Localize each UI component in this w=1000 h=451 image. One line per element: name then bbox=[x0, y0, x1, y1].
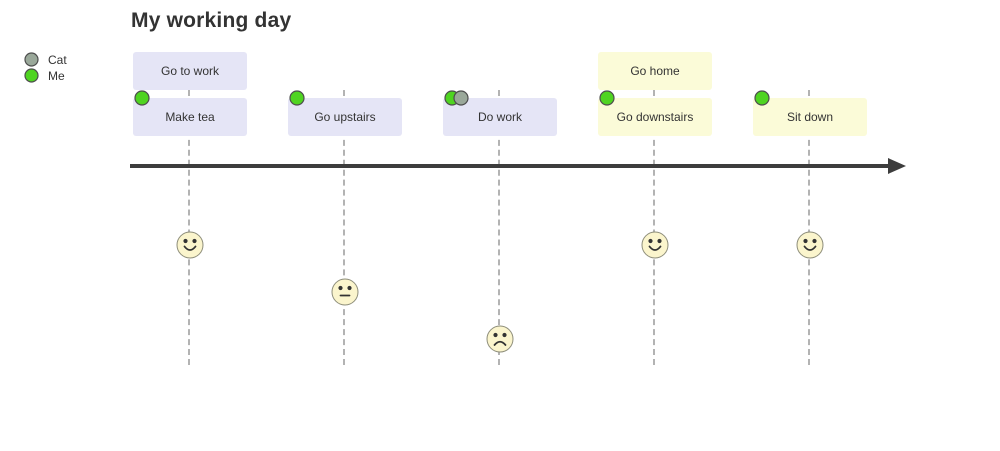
task-label: Sit down bbox=[786, 110, 834, 124]
legend-item-cat: Cat bbox=[24, 52, 67, 67]
section-label: Go home bbox=[630, 64, 680, 78]
legend-label-cat: Cat bbox=[48, 52, 67, 67]
section-label: Go to work bbox=[160, 64, 220, 78]
task-guide-line bbox=[343, 90, 345, 365]
task-go-upstairs: Go upstairs bbox=[288, 98, 402, 136]
me-actor-dot bbox=[289, 90, 305, 106]
happy-face-icon bbox=[796, 231, 824, 259]
task-guide-line bbox=[808, 90, 810, 365]
task-label: Go upstairs bbox=[314, 110, 376, 124]
cat-actor-icon bbox=[24, 52, 39, 67]
task-guide-line bbox=[498, 90, 500, 365]
task-label: Make tea bbox=[165, 110, 215, 124]
me-and-cat-actor-dots bbox=[444, 90, 469, 106]
section-go-to-work: Go to work bbox=[133, 52, 247, 90]
timeline-axis bbox=[130, 164, 890, 168]
timeline-axis-arrowhead bbox=[888, 158, 906, 174]
me-actor-dot bbox=[599, 90, 615, 106]
me-actor-icon bbox=[24, 68, 39, 83]
task-go-downstairs: Go downstairs bbox=[598, 98, 712, 136]
task-label: Go downstairs bbox=[616, 110, 694, 124]
page-title: My working day bbox=[131, 9, 292, 32]
sad-face-icon bbox=[486, 325, 514, 353]
neutral-face-icon bbox=[331, 278, 359, 306]
legend-item-me: Me bbox=[24, 68, 65, 83]
task-sit-down: Sit down bbox=[753, 98, 867, 136]
task-make-tea: Make tea bbox=[133, 98, 247, 136]
task-guide-line bbox=[653, 90, 655, 365]
legend-label-me: Me bbox=[48, 68, 65, 83]
me-actor-dot bbox=[134, 90, 150, 106]
task-label: Do work bbox=[477, 110, 522, 124]
task-guide-line bbox=[188, 90, 190, 365]
happy-face-icon bbox=[641, 231, 669, 259]
me-actor-dot bbox=[754, 90, 770, 106]
happy-face-icon bbox=[176, 231, 204, 259]
section-go-home: Go home bbox=[598, 52, 712, 90]
